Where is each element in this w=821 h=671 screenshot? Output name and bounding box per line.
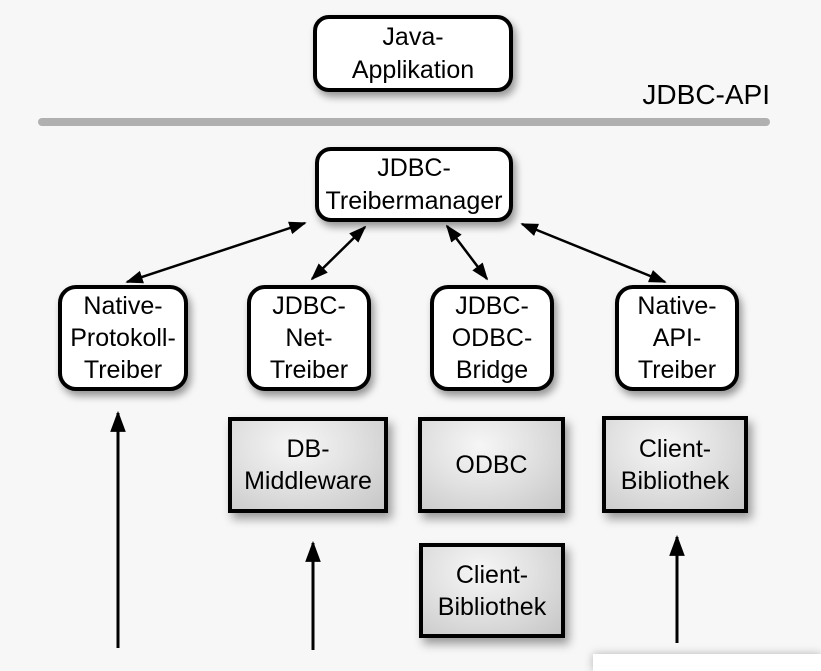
node-jdbc-net-driver: JDBC- Net- Treiber [247, 285, 371, 391]
bidirectional-arrow [445, 224, 489, 281]
node-db-middleware-label: DB- Middleware [244, 435, 372, 495]
node-client-library-under-odbc-label: Client- Bibliothek [437, 560, 547, 621]
bidirectional-arrow [520, 222, 667, 284]
bidirectional-arrow [125, 221, 307, 284]
node-java-application: Java- Applikation [313, 15, 513, 92]
node-odbc-label: ODBC [455, 451, 528, 479]
jdbc-api-layer-label: JDBC-API [642, 79, 770, 110]
node-jdbc-net-driver-label: JDBC- Net- Treiber [269, 292, 349, 384]
cutoff-box-edge [593, 654, 821, 671]
node-jdbc-odbc-bridge-label: JDBC- ODBC- Bridge [451, 292, 533, 384]
node-native-protocol-driver-label: Native- Protokoll- Treiber [70, 292, 176, 384]
node-client-library-native-label: Client- Bibliothek [620, 434, 730, 495]
node-client-library-native: Client- Bibliothek [602, 416, 748, 513]
node-db-middleware: DB- Middleware [228, 417, 388, 513]
node-client-library-under-odbc: Client- Bibliothek [419, 543, 565, 638]
node-java-application-label: Java- Applikation [351, 22, 475, 84]
node-native-protocol-driver: Native- Protokoll- Treiber [58, 285, 188, 391]
node-native-api-driver-label: Native- API- Treiber [637, 292, 717, 384]
node-native-api-driver: Native- API- Treiber [615, 285, 739, 391]
jdbc-api-divider-line [38, 118, 770, 126]
node-jdbc-driver-manager-label: JDBC- Treibermanager [325, 153, 503, 215]
node-jdbc-driver-manager: JDBC- Treibermanager [315, 147, 513, 222]
bidirectional-arrow [310, 225, 367, 281]
node-jdbc-odbc-bridge: JDBC- ODBC- Bridge [430, 285, 554, 391]
node-odbc: ODBC [418, 417, 565, 513]
